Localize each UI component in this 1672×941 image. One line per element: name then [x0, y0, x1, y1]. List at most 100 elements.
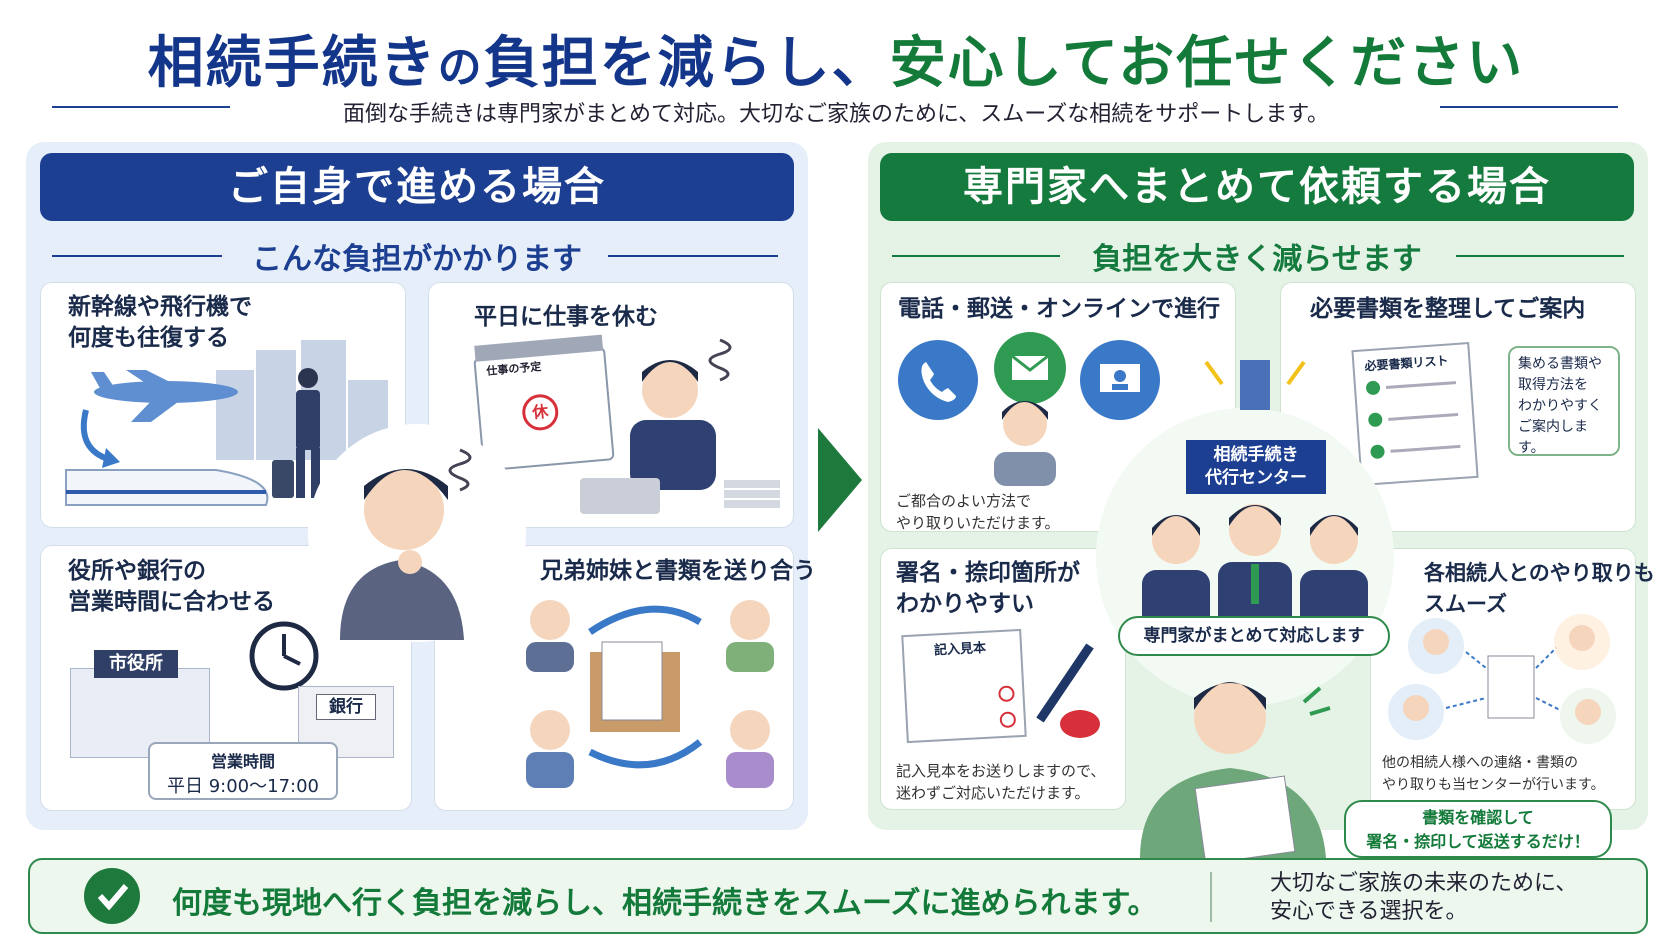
heir-person-icon: [1560, 688, 1616, 744]
badge-line-1: 相続手続き: [1213, 445, 1299, 465]
online-icon: [1080, 340, 1160, 420]
guide-speech-bubble: 集める書類や 取得方法を わかりやすく ご案内します。: [1508, 346, 1620, 456]
footer-sub-message: 大切なご家族の未来のために、 安心できる選択を。: [1270, 870, 1577, 926]
heir-person-icon: [1388, 684, 1444, 740]
stamp-mark-icon: [999, 711, 1017, 729]
checkmark-icon: [84, 868, 140, 924]
reading-document-icon: [1194, 775, 1296, 858]
expert-banner: 専門家へまとめて依頼する場合: [880, 153, 1634, 221]
title-part-3: 負担を減らし、: [483, 31, 890, 96]
confirm-speech-bubble: 書類を確認して 署名・捺印して返送するだけ！: [1344, 800, 1612, 858]
operator-icon: [994, 401, 1056, 486]
check-icon: [1367, 412, 1383, 428]
mail-icon: [994, 332, 1066, 404]
airplane-icon: [91, 370, 238, 422]
check-icon: [1370, 444, 1386, 460]
right-subhead-rule-right: [1456, 255, 1624, 257]
heir-person-icon: [1554, 614, 1610, 670]
subtitle-rule-right: [1440, 106, 1618, 108]
bubble-line-1: 集める書類や: [1518, 356, 1602, 372]
footer-banner: [28, 858, 1648, 934]
bubble-line-2: 取得方法を: [1518, 377, 1588, 393]
agency-center-badge: 相続手続き 代行センター: [1186, 440, 1326, 494]
paper-stack-icon: [724, 480, 780, 508]
document-list-title: 必要書類リスト: [1364, 353, 1449, 374]
card-travel-title-1: 新幹線や飛行機で: [68, 294, 252, 320]
sample-form-icon: 記入見本: [901, 628, 1027, 744]
sample-form-label: 記入見本: [933, 640, 987, 659]
city-hall-sign: 市役所: [94, 650, 178, 678]
card-contact-note-1: ご都合のよい方法で: [896, 492, 1032, 510]
card-heirs-note-2: やり取りも当センターが行います。: [1382, 777, 1605, 793]
heir-person-icon: [1408, 618, 1464, 674]
self-procedure-banner: ご自身で進める場合: [40, 153, 794, 221]
worker-face: [642, 362, 698, 418]
page-title: 相続手続きの負担を減らし、安心してお任せください: [0, 18, 1672, 99]
sibling-person-icon: [726, 600, 774, 672]
card-signing-note-1: 記入見本をお送りしますので、: [896, 762, 1106, 780]
document-list-icon: 必要書類リスト: [1351, 342, 1479, 486]
return-arrow-icon: [588, 739, 703, 769]
card-docs-title: 必要書類を整理してご案内: [1310, 296, 1586, 322]
bullet-train-icon: [65, 469, 269, 506]
heirs-network-illustration: [1388, 614, 1616, 744]
card-heirs-note-1: 他の相続人様への連絡・書類の: [1382, 755, 1578, 771]
card-hours-title-1: 役所や銀行の: [68, 558, 206, 584]
siblings-illustration: [526, 600, 774, 788]
stamp-mark-icon: [998, 685, 1015, 703]
calendar-label: 仕事の予定: [485, 360, 542, 378]
worried-worker-illustration: [580, 338, 780, 514]
expert-team-icon: [1142, 504, 1368, 630]
badge-line-2: 代行センター: [1205, 468, 1307, 488]
bubble-line-4: ご案内します。: [1518, 419, 1588, 456]
card-signing-title-1: 署名・捺印箇所が: [896, 560, 1080, 586]
document-icon: [601, 641, 663, 721]
card-siblings-title: 兄弟姉妹と書類を送り合う: [540, 558, 816, 584]
sibling-person-icon: [526, 710, 574, 788]
hours-label: 営業時間: [210, 752, 275, 771]
hours-value: 平日 9:00〜17:00: [166, 776, 319, 797]
title-part-1: 相続手続き: [147, 31, 438, 96]
card-hours-title-2: 営業時間に合わせる: [68, 589, 275, 615]
sibling-person-icon: [526, 600, 574, 672]
confirm-line-2: 署名・捺印して返送するだけ！: [1366, 832, 1590, 851]
check-icon: [1365, 380, 1381, 396]
footer-divider: [1210, 872, 1212, 922]
sibling-person-icon: [726, 710, 774, 788]
card-heirs-title-1: 各相続人とのやり取りも: [1424, 561, 1655, 585]
left-subhead: こんな負担がかかります: [252, 242, 582, 277]
subtitle-row: 面倒な手続きは専門家がまとめて対応。大切なご家族のために、スムーズな相続をサポー…: [0, 92, 1672, 128]
holiday-mark: 休: [520, 392, 560, 432]
footer-sub-line-2: 安心できる選択を。: [1270, 899, 1468, 924]
transition-arrow-icon: [818, 428, 862, 532]
card-contact-title: 電話・郵送・オンラインで進行: [898, 296, 1220, 322]
title-part-4: 安心してお任せください: [889, 31, 1525, 96]
card-heirs-title-2: スムーズ: [1424, 592, 1507, 616]
expert-handles-all-pill: 専門家がまとめて対応します: [1118, 616, 1390, 656]
subtitle-rule-left: [52, 106, 230, 108]
laptop-icon: [580, 478, 660, 514]
business-hours-box: 営業時間 平日 9:00〜17:00: [148, 742, 338, 800]
bubble-line-3: わかりやすく: [1518, 398, 1602, 414]
right-subhead-rule-left: [892, 255, 1060, 257]
shared-document-icon: [1487, 655, 1535, 719]
card-signing-title-2: わかりやすい: [896, 591, 1034, 617]
send-arrow-icon: [588, 605, 702, 635]
card-contact-note-2: やり取りいただけます。: [896, 514, 1060, 532]
footer-sub-line-1: 大切なご家族の未来のために、: [1270, 871, 1578, 896]
travel-illustration: [65, 340, 388, 506]
card-signing-note-2: 迷わずご対応いただけます。: [896, 784, 1090, 802]
office-building-icon: [1204, 360, 1306, 410]
stress-scribble-icon: [708, 338, 732, 382]
worried-person-icon: [340, 448, 472, 640]
right-subhead: 負担を大きく減らせます: [1092, 242, 1422, 277]
left-subhead-rule-right: [608, 255, 778, 257]
phone-icon: [898, 340, 978, 420]
subtitle: 面倒な手続きは専門家がまとめて対応。大切なご家族のために、スムーズな相続をサポー…: [342, 102, 1330, 127]
businessman-icon: [272, 368, 320, 498]
clock-icon: [249, 621, 319, 691]
left-subhead-rule-left: [52, 255, 222, 257]
card-work-title: 平日に仕事を休む: [474, 304, 658, 330]
pen-and-seal-icon: [1036, 643, 1100, 738]
